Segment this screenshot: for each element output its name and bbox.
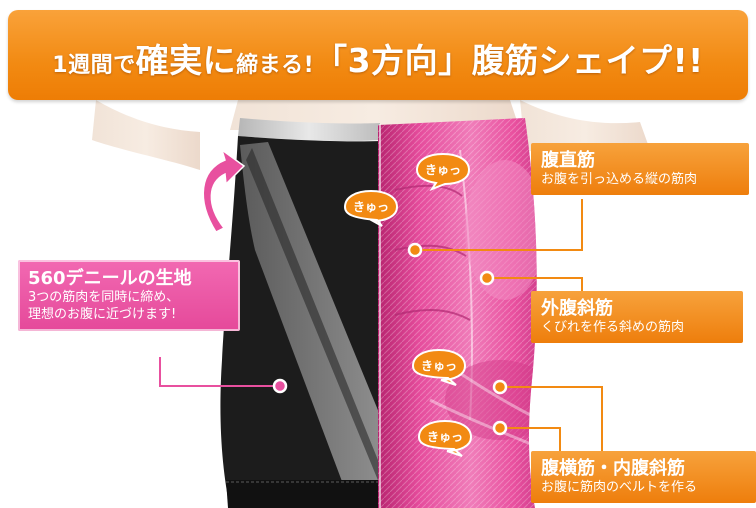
sound-callout-3: きゅっ bbox=[411, 348, 467, 386]
headline-part: 1週間で bbox=[52, 53, 136, 78]
sound-text: きゅっ bbox=[427, 430, 463, 444]
fabric-label: 560デニールの生地 3つの筋肉を同時に締め、 理想のお腹に近づけます! bbox=[18, 260, 240, 332]
sound-text: きゅっ bbox=[425, 163, 461, 177]
marker-dots bbox=[272, 242, 508, 436]
headline-banner: 1週間で確実に締まる!「3方向」腹筋シェイプ!! bbox=[8, 10, 748, 100]
sound-text: きゅっ bbox=[353, 200, 389, 214]
muscle-label-title: 外腹斜筋 bbox=[541, 298, 613, 319]
sound-callout-1: きゅっ bbox=[415, 152, 471, 191]
headline-part: 締まる! bbox=[236, 53, 315, 78]
connector-lines bbox=[415, 199, 603, 451]
fabric-label-line: 3つの筋肉を同時に締め、 bbox=[28, 290, 180, 306]
garment-fabric bbox=[220, 136, 382, 508]
muscle-label-external-oblique: 外腹斜筋 くびれを作る斜めの筋肉 bbox=[531, 291, 743, 344]
headline-part: 確実に bbox=[135, 41, 237, 80]
muscle-label-transverse: 腹横筋・内腹斜筋 お腹に筋肉のベルトを作る bbox=[531, 451, 756, 504]
sound-callout-2: きゅっ bbox=[343, 189, 399, 227]
fabric-label-title: 560デニールの生地 bbox=[28, 268, 192, 289]
sound-callout-4: きゅっ bbox=[417, 419, 473, 457]
headline-part: 「3方向」腹筋シェイプ!! bbox=[314, 41, 704, 80]
rotation-arrow-icon bbox=[202, 148, 246, 233]
muscle-label-title: 腹横筋・内腹斜筋 bbox=[541, 458, 685, 479]
sound-text: きゅっ bbox=[421, 359, 457, 373]
headline-title: 1週間で確実に締まる!「3方向」腹筋シェイプ!! bbox=[8, 34, 748, 82]
fabric-connector bbox=[159, 357, 280, 387]
waistband bbox=[238, 118, 380, 141]
fabric-label-line: 理想のお腹に近づけます! bbox=[28, 307, 177, 323]
muscle-label-rectus: 腹直筋 お腹を引っ込める縦の筋肉 bbox=[531, 143, 749, 196]
muscle-label-title: 腹直筋 bbox=[541, 150, 595, 171]
muscle-label-desc: お腹に筋肉のベルトを作る bbox=[541, 480, 698, 496]
muscle-label-desc: くびれを作る斜めの筋肉 bbox=[541, 320, 685, 336]
muscle-label-desc: お腹を引っ込める縦の筋肉 bbox=[541, 172, 698, 188]
